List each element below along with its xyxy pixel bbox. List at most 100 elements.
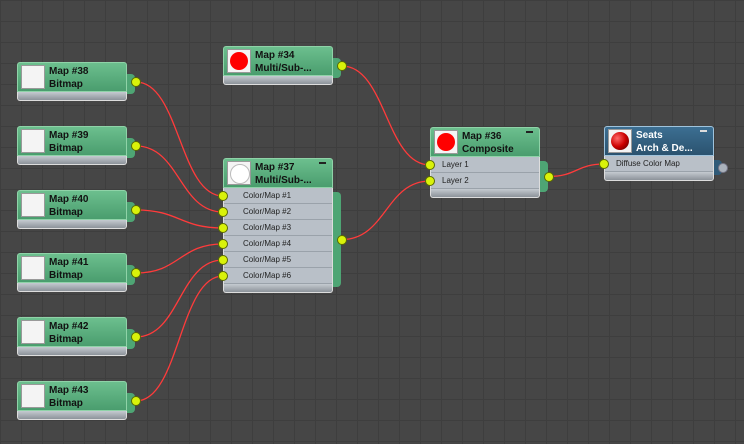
- slot-label: Diffuse Color Map: [616, 159, 680, 168]
- input-socket[interactable]: [218, 239, 228, 249]
- wire-map36-to-seats[interactable]: [548, 163, 605, 178]
- input-slot[interactable]: Color/Map #2: [224, 204, 332, 220]
- node-header[interactable]: Map #41 Bitmap: [17, 253, 127, 283]
- output-socket[interactable]: [544, 171, 554, 182]
- output-socket[interactable]: [337, 234, 347, 245]
- node-title: Map #42: [49, 321, 89, 332]
- node-footer[interactable]: [17, 283, 127, 292]
- output-socket[interactable]: [131, 141, 141, 151]
- node-map37[interactable]: Map #37 Multi/Sub-... Color/Map #1 Color/…: [223, 158, 333, 293]
- wire-map37-to-map36[interactable]: [341, 180, 431, 241]
- node-header[interactable]: Map #38 Bitmap: [17, 62, 127, 92]
- node-map40[interactable]: Map #40 Bitmap: [17, 190, 127, 229]
- slot-label: Color/Map #1: [243, 191, 292, 200]
- wire-map39-to-map37[interactable]: [135, 145, 224, 213]
- output-socket[interactable]: [131, 205, 141, 215]
- node-type: Composite: [462, 144, 514, 155]
- input-slot[interactable]: Layer 2: [431, 173, 539, 189]
- minimize-button[interactable]: [526, 131, 533, 133]
- node-type: Bitmap: [49, 207, 83, 218]
- node-map41[interactable]: Map #41 Bitmap: [17, 253, 127, 292]
- material-preview-thumbnail: [608, 129, 632, 153]
- node-footer[interactable]: [17, 156, 127, 165]
- material-preview-thumbnail: [21, 384, 45, 408]
- input-socket[interactable]: [218, 255, 228, 265]
- output-socket[interactable]: [131, 332, 141, 342]
- output-socket[interactable]: [337, 61, 347, 71]
- node-header[interactable]: Map #39 Bitmap: [17, 126, 127, 156]
- material-preview-thumbnail: [227, 49, 251, 73]
- input-socket[interactable]: [218, 191, 228, 201]
- input-slot[interactable]: Diffuse Color Map: [605, 156, 713, 172]
- wire-map40-to-map37[interactable]: [135, 209, 224, 229]
- node-footer[interactable]: [17, 347, 127, 356]
- node-type: Multi/Sub-...: [255, 175, 312, 186]
- wire-map38-to-map37[interactable]: [135, 81, 224, 197]
- node-map34[interactable]: Map #34 Multi/Sub-...: [223, 46, 333, 85]
- material-preview-thumbnail: [21, 193, 45, 217]
- wire-map34-to-map36[interactable]: [341, 65, 431, 166]
- material-preview-thumbnail: [21, 129, 45, 153]
- wire-map43-to-map37[interactable]: [135, 275, 224, 402]
- input-slot[interactable]: Color/Map #3: [224, 220, 332, 236]
- material-preview-thumbnail: [21, 320, 45, 344]
- node-map42[interactable]: Map #42 Bitmap: [17, 317, 127, 356]
- input-socket[interactable]: [425, 176, 435, 186]
- input-slot[interactable]: Color/Map #4: [224, 236, 332, 252]
- node-title: Map #39: [49, 130, 89, 141]
- input-slot[interactable]: Layer 1: [431, 157, 539, 173]
- node-footer[interactable]: [17, 92, 127, 101]
- input-socket[interactable]: [425, 160, 435, 170]
- input-slot[interactable]: Color/Map #5: [224, 252, 332, 268]
- node-header[interactable]: Map #40 Bitmap: [17, 190, 127, 220]
- output-socket[interactable]: [131, 268, 141, 278]
- node-header[interactable]: Map #42 Bitmap: [17, 317, 127, 347]
- material-preview-thumbnail: [21, 65, 45, 89]
- input-slot[interactable]: Color/Map #1: [224, 188, 332, 204]
- output-socket[interactable]: [718, 162, 728, 173]
- node-title: Map #38: [49, 66, 89, 77]
- node-map39[interactable]: Map #39 Bitmap: [17, 126, 127, 165]
- node-footer[interactable]: [430, 189, 540, 198]
- slot-label: Color/Map #2: [243, 207, 292, 216]
- node-map36[interactable]: Map #36 Composite Layer 1 Layer 2: [430, 127, 540, 198]
- node-header[interactable]: Map #43 Bitmap: [17, 381, 127, 411]
- node-footer[interactable]: [604, 172, 714, 181]
- input-socket[interactable]: [218, 223, 228, 233]
- node-header[interactable]: Map #37 Multi/Sub-...: [223, 158, 333, 188]
- node-map38[interactable]: Map #38 Bitmap: [17, 62, 127, 101]
- node-footer[interactable]: [17, 411, 127, 420]
- node-title: Map #37: [255, 162, 295, 173]
- node-footer[interactable]: [223, 76, 333, 85]
- slot-label: Layer 2: [442, 176, 469, 185]
- slot-label: Color/Map #6: [243, 271, 292, 280]
- input-socket[interactable]: [218, 207, 228, 217]
- node-type: Bitmap: [49, 143, 83, 154]
- wire-map41-to-map37[interactable]: [135, 243, 224, 274]
- wire-map42-to-map37[interactable]: [135, 259, 224, 338]
- input-slot[interactable]: Color/Map #6: [224, 268, 332, 284]
- node-type: Bitmap: [49, 334, 83, 345]
- node-title: Map #34: [255, 50, 295, 61]
- node-header[interactable]: Map #34 Multi/Sub-...: [223, 46, 333, 76]
- node-type: Bitmap: [49, 270, 83, 281]
- slot-label: Layer 1: [442, 160, 469, 169]
- output-socket[interactable]: [131, 396, 141, 406]
- output-socket[interactable]: [131, 77, 141, 87]
- minimize-button[interactable]: [319, 162, 326, 164]
- input-socket[interactable]: [218, 271, 228, 281]
- material-preview-thumbnail: [227, 161, 251, 185]
- node-seats[interactable]: Seats Arch & De... Diffuse Color Map: [604, 126, 714, 181]
- node-header[interactable]: Seats Arch & De...: [604, 126, 714, 156]
- slot-label: Color/Map #3: [243, 223, 292, 232]
- slot-label: Color/Map #5: [243, 255, 292, 264]
- node-footer[interactable]: [17, 220, 127, 229]
- minimize-button[interactable]: [700, 130, 707, 132]
- input-socket[interactable]: [599, 159, 609, 169]
- node-type: Arch & De...: [636, 143, 693, 154]
- node-map43[interactable]: Map #43 Bitmap: [17, 381, 127, 420]
- node-footer[interactable]: [223, 284, 333, 293]
- node-type: Bitmap: [49, 398, 83, 409]
- node-header[interactable]: Map #36 Composite: [430, 127, 540, 157]
- node-title: Seats: [636, 130, 663, 141]
